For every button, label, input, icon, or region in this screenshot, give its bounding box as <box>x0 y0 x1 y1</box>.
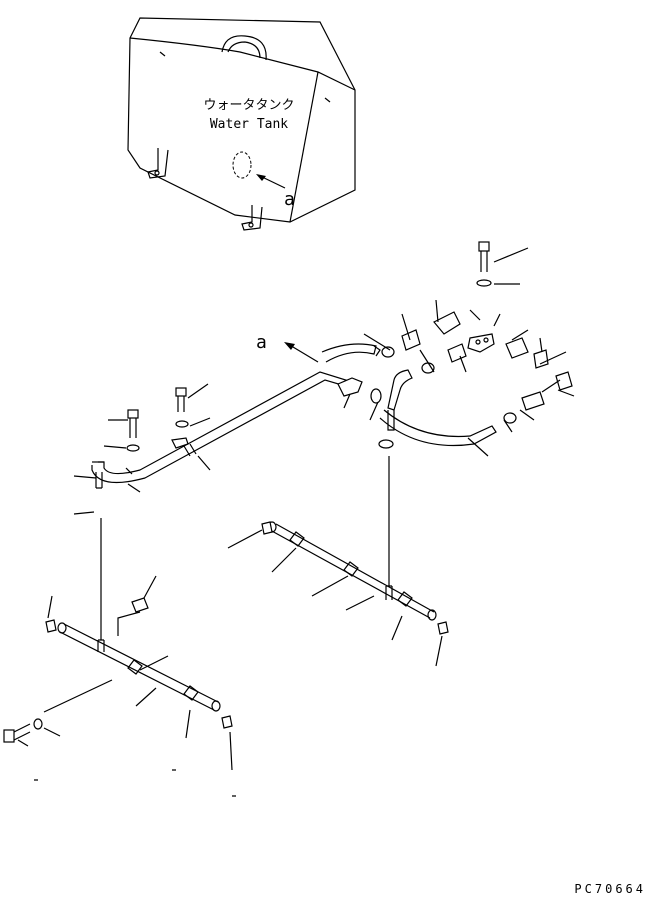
long-pipe <box>73 371 353 515</box>
view-marker-pipe: a <box>256 332 267 353</box>
fittings-cluster <box>321 241 575 457</box>
left-tube <box>3 518 233 771</box>
tank-label-en: Water Tank <box>210 117 288 132</box>
figure-code: PC70664 <box>574 882 646 895</box>
right-tube <box>227 456 449 667</box>
view-arrow-tank <box>256 174 286 189</box>
view-marker-tank: a <box>284 189 295 210</box>
water-tank <box>127 17 356 231</box>
tank-label-jp: ウォータタンク <box>203 98 294 113</box>
view-arrow-pipe <box>284 342 319 363</box>
